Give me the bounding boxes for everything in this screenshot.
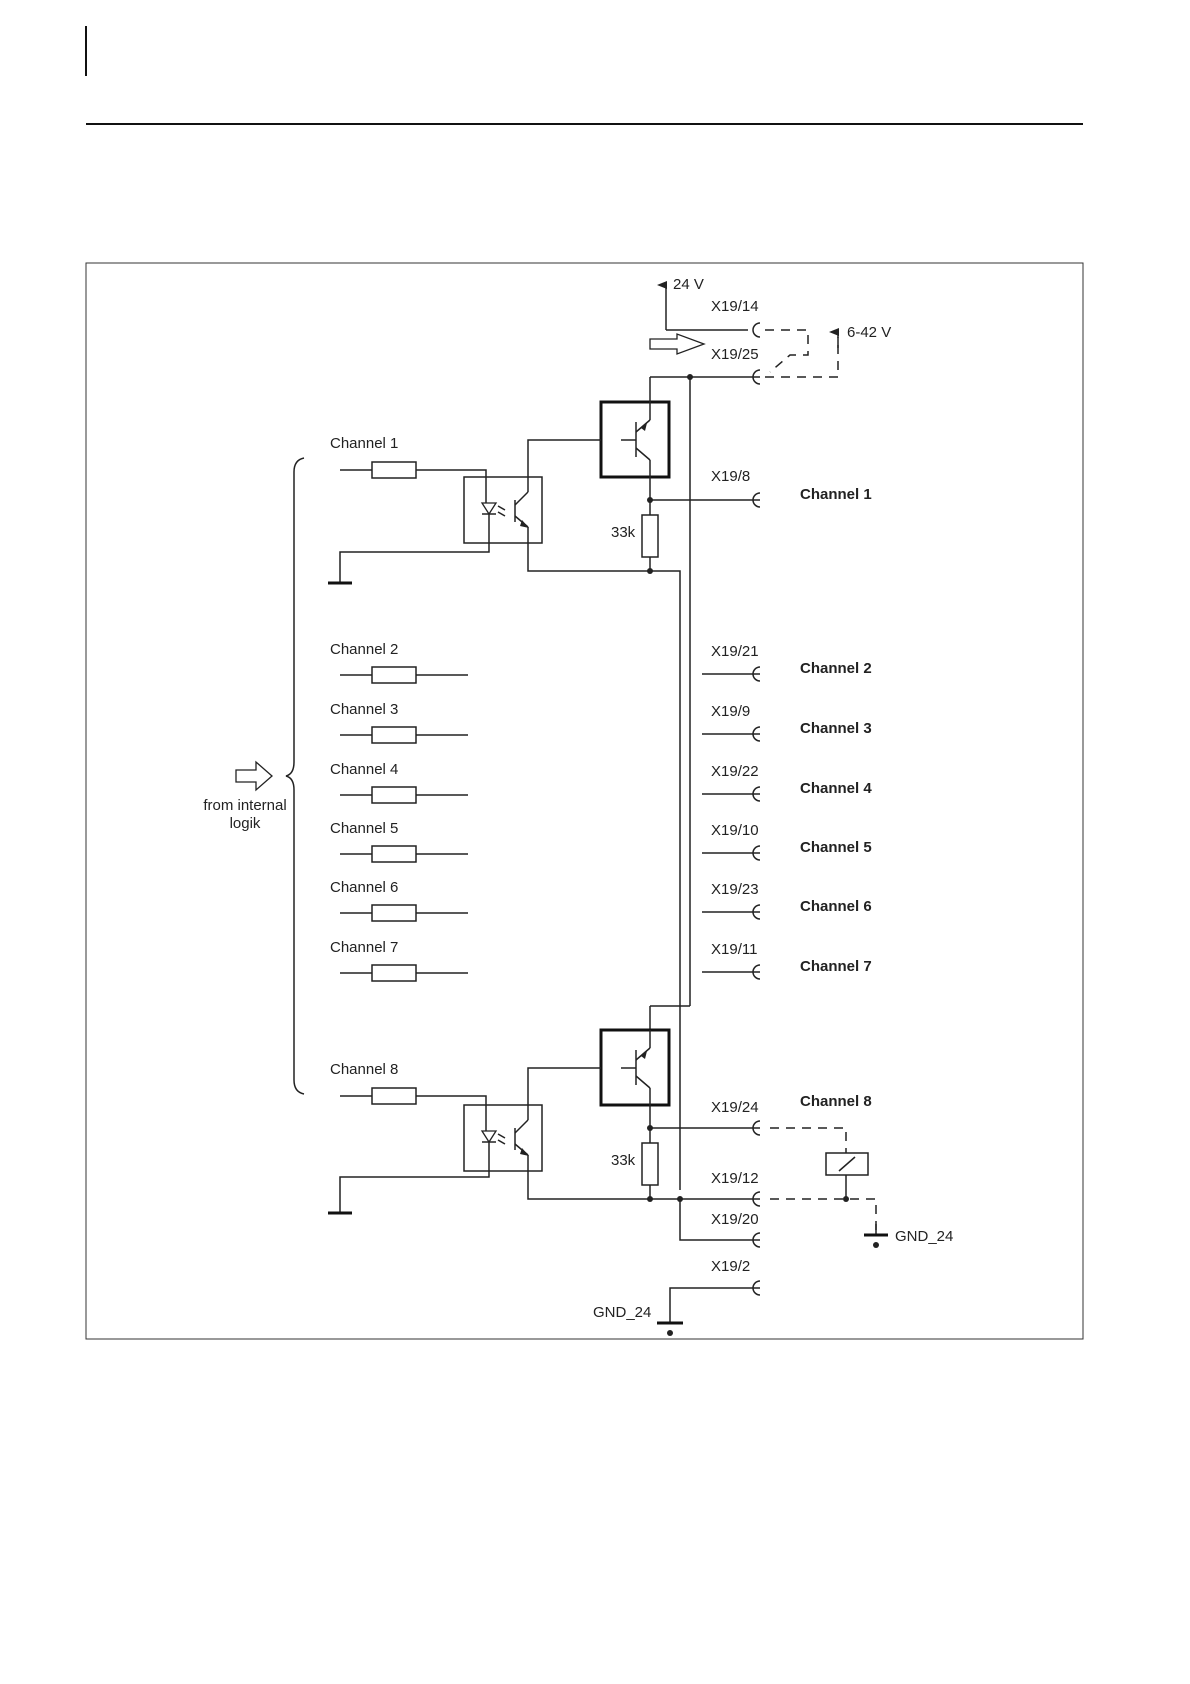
output-channel-8-label: Channel 8: [800, 1093, 872, 1110]
input-resistor-8: [371, 1087, 417, 1105]
led-icon: [480, 1130, 506, 1145]
pin-x19-22-label: X19/22: [711, 763, 759, 780]
input-channel-3-label: Channel 3: [330, 701, 398, 718]
output-channel-6-label: Channel 6: [800, 898, 872, 915]
transistor-icon: [621, 1030, 651, 1105]
output-channel-7-label: Channel 7: [800, 958, 872, 975]
external-supply-dashed: 6-42 V: [765, 324, 891, 378]
terminal-x19-24-icon: [752, 1120, 761, 1136]
pin-x19-10-label: X19/10: [711, 822, 759, 839]
pin-x19-9-label: X19/9: [711, 703, 750, 720]
resistor-33k-8: [641, 1142, 659, 1186]
pin-x19-8-label: X19/8: [711, 468, 750, 485]
ground-label-bottom: GND_24: [593, 1304, 651, 1321]
pin-x19-11-label: X19/11: [711, 941, 757, 958]
input-brace: [285, 457, 305, 1095]
terminal-x19-8-icon: [752, 492, 761, 508]
input-channel-8-label: Channel 8: [330, 1061, 398, 1078]
pin-x19-20-label: X19/20: [711, 1211, 759, 1228]
from-logic-arrow-icon: [235, 760, 273, 792]
source-label-line1: from internal: [203, 797, 286, 814]
input-channel-7: Channel 7: [330, 939, 468, 982]
supply-24v-label: 24 V: [673, 276, 704, 293]
pin-x19-12-label: X19/12: [711, 1170, 759, 1187]
output-x19-23: X19/23 Channel 6: [702, 881, 872, 920]
supply-external-label: 6-42 V: [847, 324, 891, 341]
input-channel-7-label: Channel 7: [330, 939, 398, 956]
optocoupler-1: [463, 476, 543, 544]
input-channel-2: Channel 2: [330, 641, 468, 684]
terminal-x19-14-icon: [752, 322, 761, 338]
resistor-1-value: 33k: [611, 524, 636, 541]
input-channel-1-label: Channel 1: [330, 435, 398, 452]
ground-label-relay: GND_24: [895, 1228, 953, 1245]
direction-arrow-icon: [649, 333, 706, 355]
output-channel-5-label: Channel 5: [800, 839, 872, 856]
resistor-8-value: 33k: [611, 1152, 636, 1169]
output-channel-2-label: Channel 2: [800, 660, 872, 677]
input-channel-5: Channel 5: [330, 820, 468, 863]
input-channel-6-label: Channel 6: [330, 879, 398, 896]
input-channel-3: Channel 3: [330, 701, 468, 744]
terminal-x19-12-icon: [752, 1191, 761, 1207]
supply-24v: 24 V: [657, 276, 748, 331]
input-resistor-1: [371, 461, 417, 479]
input-channel-5-label: Channel 5: [330, 820, 398, 837]
output-x19-9: X19/9 Channel 3: [702, 703, 872, 742]
output-channel-4-label: Channel 4: [800, 780, 872, 797]
phototransistor-icon: [514, 1105, 529, 1156]
pin-x19-21-label: X19/21: [711, 643, 759, 660]
output-channel-3-label: Channel 3: [800, 720, 872, 737]
terminal-x19-2-icon: [752, 1280, 761, 1296]
source-label-line2: logik: [230, 815, 261, 832]
input-channel-6: Channel 6: [330, 879, 468, 922]
phototransistor-icon: [514, 477, 529, 528]
optocoupler-8: [463, 1104, 543, 1172]
terminal-x19-20-icon: [752, 1232, 761, 1248]
pin-x19-23-label: X19/23: [711, 881, 759, 898]
input-channel-4-label: Channel 4: [330, 761, 398, 778]
external-relay: GND_24: [770, 1127, 953, 1248]
led-icon: [480, 502, 506, 517]
output-x19-21: X19/21 Channel 2: [702, 643, 872, 682]
output-x19-11: X19/11 Channel 7: [702, 941, 872, 980]
diagram-frame: [85, 262, 1084, 1340]
pin-x19-14-label: X19/14: [711, 298, 759, 315]
pin-x19-24-label: X19/24: [711, 1099, 759, 1116]
input-channel-4: Channel 4: [330, 761, 468, 804]
pin-x19-25-label: X19/25: [711, 346, 759, 363]
output-x19-22: X19/22 Channel 4: [702, 763, 872, 802]
output-x19-10: X19/10 Channel 5: [702, 822, 872, 861]
input-channel-2-label: Channel 2: [330, 641, 398, 658]
transistor-icon: [621, 402, 651, 477]
pin-x19-2-label: X19/2: [711, 1258, 750, 1275]
resistor-33k-1: [641, 514, 659, 558]
output-channel-1-label: Channel 1: [800, 486, 872, 503]
